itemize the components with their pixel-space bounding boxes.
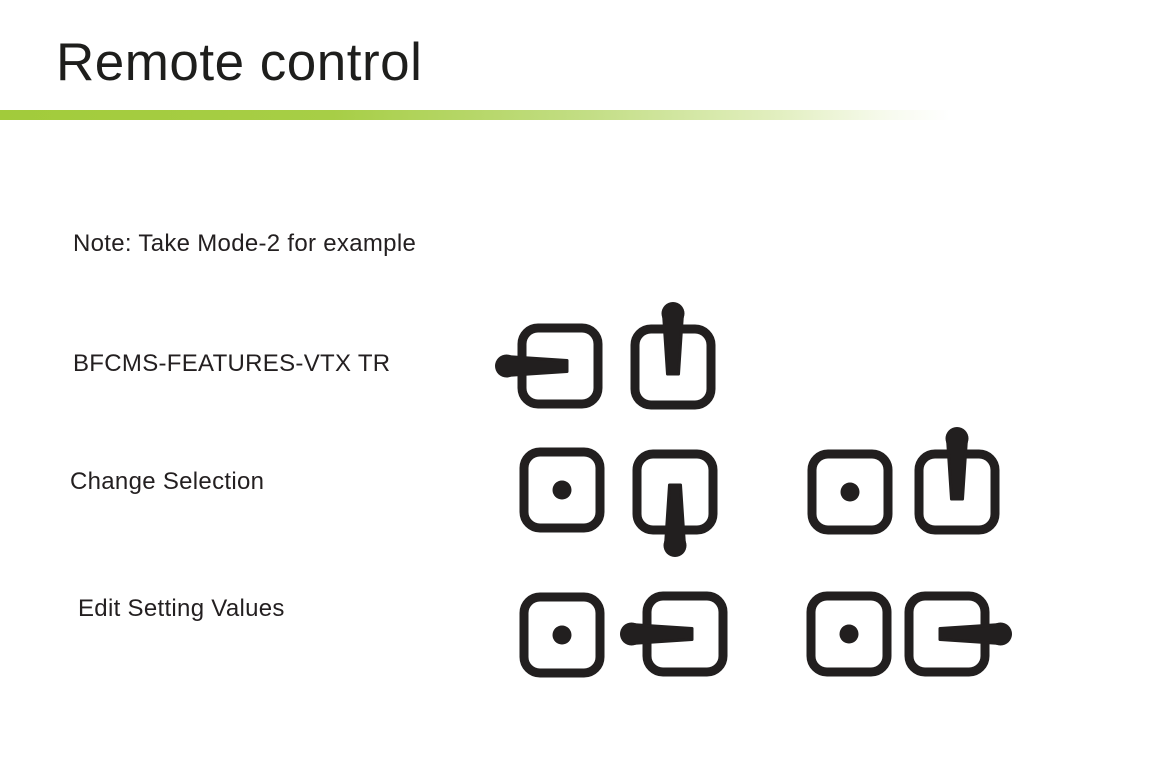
left-stick-neutral-icon xyxy=(496,569,628,701)
right-stick-pushed-up-icon xyxy=(891,426,1023,558)
row-label-change-selection: Change Selection xyxy=(70,468,265,495)
row-label-edit-setting-values: Edit Setting Values xyxy=(78,595,285,622)
row-label-bfcms-features-vtx-tr: BFCMS-FEATURES-VTX TR xyxy=(73,350,391,377)
page-title: Remote control xyxy=(56,33,423,92)
right-stick-pushed-down-icon xyxy=(609,426,741,558)
mode-note: Note: Take Mode-2 for example xyxy=(73,230,417,257)
right-stick-pushed-right-icon xyxy=(881,568,1013,700)
right-stick-pushed-left-icon xyxy=(619,568,751,700)
right-stick-pushed-up-icon xyxy=(607,301,739,433)
accent-divider-bar xyxy=(0,110,950,120)
